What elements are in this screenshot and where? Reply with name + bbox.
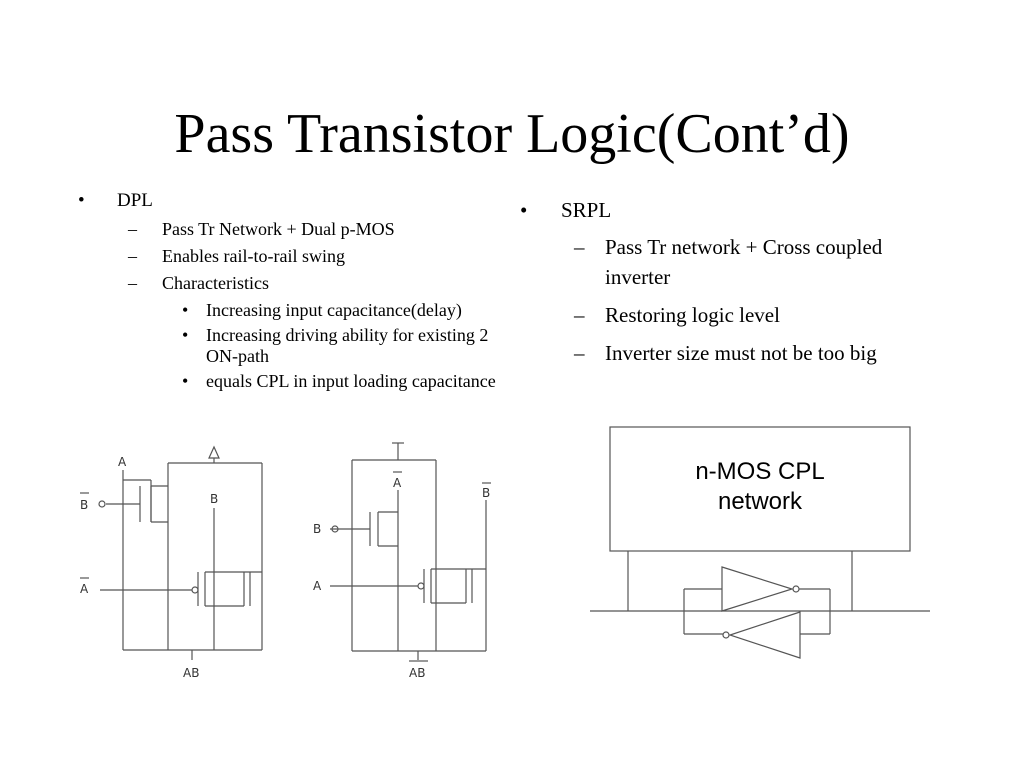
list-item: – Inverter size must not be too big	[520, 338, 925, 368]
cpl-network-box	[609, 426, 911, 552]
srpl-circuit	[590, 426, 930, 659]
bullet-marker: •	[182, 325, 189, 345]
inverter-icon	[721, 566, 795, 612]
cpl-network-label: n-MOS CPL network	[610, 457, 910, 517]
list-item-text: Enables rail-to-rail swing	[162, 246, 345, 266]
dpl-left-labels: A B B A AB	[80, 455, 218, 680]
input-node	[417, 582, 425, 590]
bullet-marker: •	[182, 300, 189, 320]
list-item: • Increasing driving ability for existin…	[78, 325, 498, 367]
label-b: B	[210, 492, 218, 506]
input-node	[98, 500, 106, 508]
bullet-marker: •	[520, 198, 528, 222]
dash-marker: –	[128, 246, 137, 266]
srpl-heading-item: • SRPL	[520, 197, 920, 223]
dash-marker: –	[128, 219, 137, 239]
slide-title: Pass Transistor Logic(Cont’d)	[174, 103, 850, 165]
input-node	[191, 586, 199, 594]
list-item-text: Increasing input capacitance(delay)	[206, 300, 462, 320]
label-a: A	[118, 455, 127, 469]
dpl-circuit-right	[330, 442, 487, 660]
srpl-heading: SRPL	[561, 198, 612, 222]
bullet-marker: •	[182, 371, 189, 391]
list-item: • equals CPL in input loading capacitanc…	[78, 371, 496, 392]
bullet-marker: •	[78, 190, 85, 211]
input-node	[331, 525, 339, 533]
cpl-label-line2: network	[717, 488, 803, 515]
list-item: – Enables rail-to-rail swing	[78, 246, 498, 267]
label-b: B	[482, 486, 490, 500]
output-arrow-icon	[208, 445, 220, 459]
list-item-text: equals CPL in input loading capacitance	[206, 371, 496, 391]
dpl-heading-item: • DPL	[78, 190, 498, 212]
inverter-icon	[728, 611, 801, 659]
label-a: A	[313, 579, 322, 593]
list-item: – Pass Tr Network + Dual p-MOS	[78, 219, 498, 240]
list-item-text: Characteristics	[162, 273, 269, 293]
cpl-label-line1: n-MOS CPL	[695, 458, 825, 485]
label-output: AB	[183, 666, 199, 680]
srpl-bullet-list: • SRPL – Pass Tr network + Cross coupled…	[520, 197, 920, 376]
dpl-circuit-left	[98, 445, 263, 660]
label-b-bar: B	[313, 522, 321, 536]
dpl-bullet-list: • DPL – Pass Tr Network + Dual p-MOS – E…	[78, 190, 498, 398]
list-item-text: Inverter size must not be too big	[605, 341, 877, 365]
label-output: AB	[409, 666, 425, 680]
dash-marker: –	[128, 273, 137, 293]
list-item: – Pass Tr network + Cross coupled invert…	[520, 232, 885, 292]
label-a-bar: A	[393, 476, 402, 490]
list-item-text: Pass Tr Network + Dual p-MOS	[162, 219, 395, 239]
inverter-bubble	[722, 631, 730, 639]
dash-marker: –	[574, 235, 585, 259]
list-item: – Characteristics	[78, 273, 498, 294]
dash-marker: –	[574, 303, 585, 327]
list-item-text: Increasing driving ability for existing …	[206, 325, 489, 366]
list-item-text: Pass Tr network + Cross coupled inverter	[605, 235, 883, 289]
dpl-heading: DPL	[117, 190, 153, 211]
list-item: – Restoring logic level	[520, 300, 920, 330]
dpl-right-labels: A B B A AB	[313, 471, 491, 680]
list-item: • Increasing input capacitance(delay)	[78, 300, 498, 321]
label-a-bar: A	[80, 582, 89, 596]
list-item-text: Restoring logic level	[605, 303, 780, 327]
dash-marker: –	[574, 341, 585, 365]
label-b-bar: B	[80, 498, 88, 512]
